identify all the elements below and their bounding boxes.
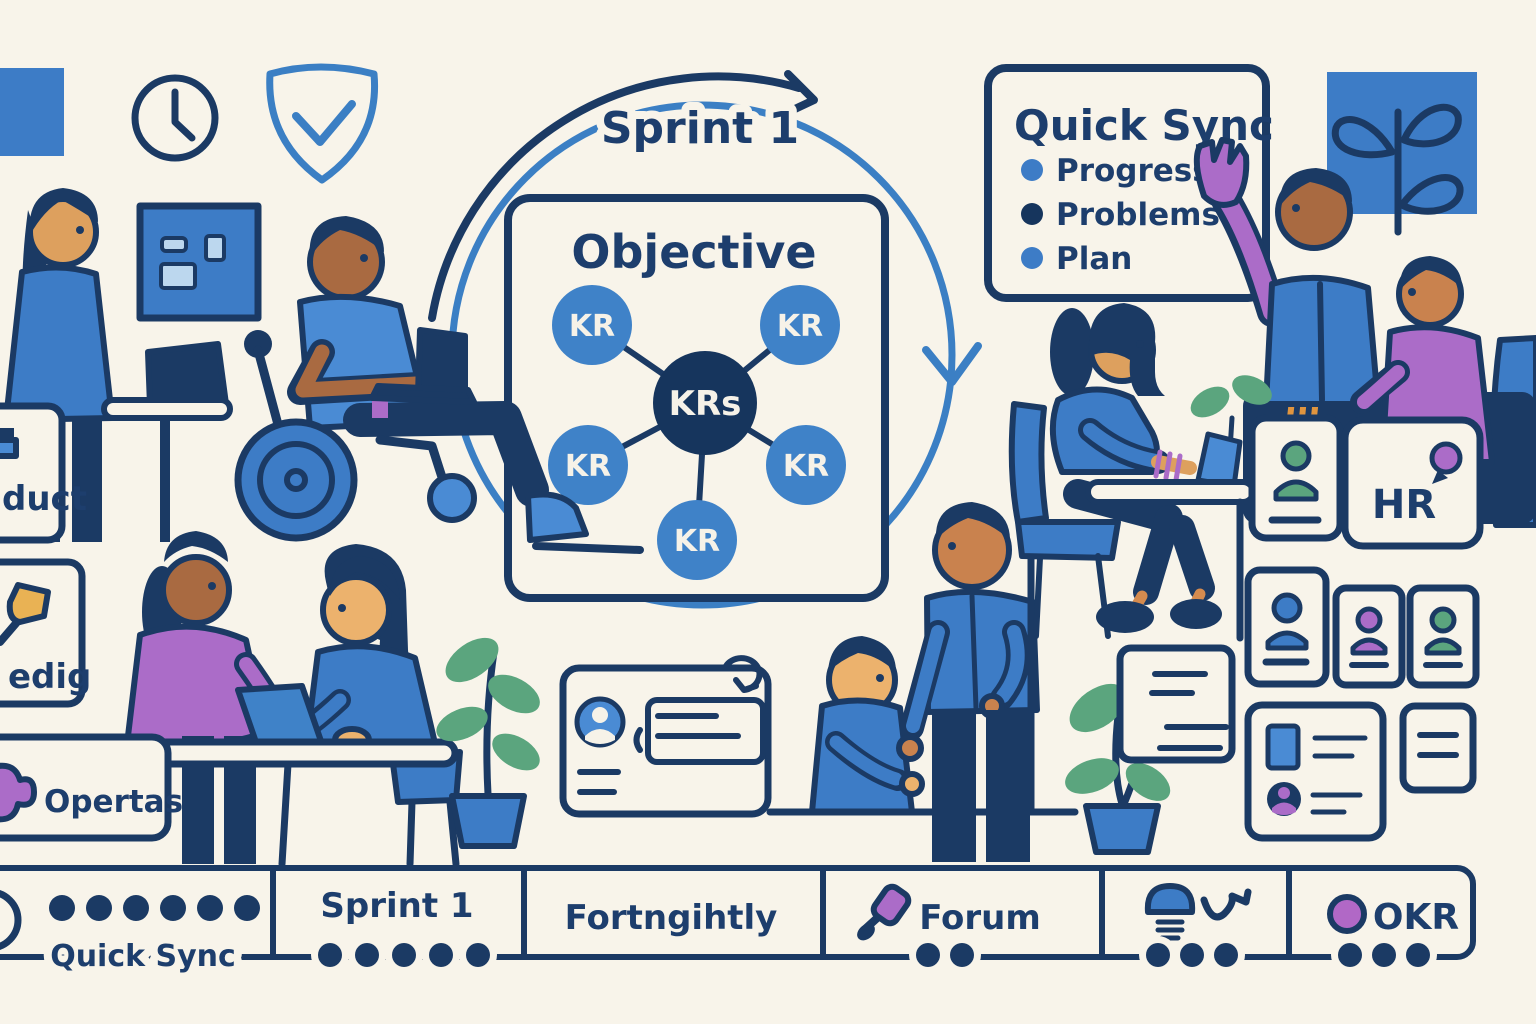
svg-text:KR: KR <box>569 309 615 344</box>
objective-card: Objective KR KR KR KR KR <box>504 194 889 602</box>
kr-node: KR <box>760 285 840 365</box>
woman-at-desk <box>1008 303 1272 642</box>
svg-text:Quick Sync: Quick Sync <box>50 939 236 974</box>
profile-detail-card <box>1244 701 1387 842</box>
kr-node: KR <box>552 285 632 365</box>
kr-node: KR <box>657 500 737 580</box>
timeline-section-ideas <box>1139 883 1252 974</box>
product-card: duct <box>0 402 87 544</box>
wheelchair-man <box>234 216 644 554</box>
person-badge-card <box>1406 584 1480 689</box>
person-badge-card <box>1244 566 1330 688</box>
two-women-at-table <box>101 531 540 868</box>
bullet-dot <box>1021 247 1043 269</box>
timeline-section-fortnightly: Fortngihtly <box>565 898 778 938</box>
mentoring-pair <box>766 501 1079 862</box>
svg-text:KRs: KRs <box>669 384 742 424</box>
meeting-card: edig <box>0 558 91 708</box>
potted-plant <box>436 637 540 849</box>
svg-text:HR: HR <box>1372 482 1436 528</box>
sprint-cycle-label: Sprint 1 <box>601 103 799 154</box>
svg-text:KR: KR <box>783 449 829 484</box>
bullet-label: Progress <box>1056 153 1211 189</box>
person-badge-card <box>1248 414 1344 542</box>
raised-hand <box>1193 137 1250 208</box>
svg-text:Forum: Forum <box>919 898 1041 938</box>
svg-text:Sprint 1: Sprint 1 <box>320 886 473 926</box>
svg-text:OKR: OKR <box>1373 897 1459 938</box>
laptop <box>369 327 477 405</box>
standing-man <box>896 502 1040 862</box>
svg-text:duct: duct <box>2 479 87 519</box>
svg-text:KR: KR <box>777 309 823 344</box>
operations-card: Opertas <box>0 733 183 842</box>
squiggle-check-icon <box>1200 888 1252 921</box>
objective-title: Objective <box>571 225 816 279</box>
desk <box>1085 479 1256 505</box>
svg-text:KR: KR <box>565 449 611 484</box>
desk-plant <box>1190 375 1272 485</box>
person-badge-card <box>1332 584 1406 689</box>
shield-check-icon <box>266 63 379 184</box>
timeline-section-sprint-1: Sprint 1 <box>311 886 497 974</box>
bullet-label: Plan <box>1056 241 1132 277</box>
krs-center-node: KRs <box>653 351 757 455</box>
svg-text:edig: edig <box>8 657 91 697</box>
bullet-label: Problems <box>1056 197 1220 233</box>
sticky-board-icon <box>136 202 262 322</box>
blue-square-decoration <box>0 68 64 156</box>
kr-node: KR <box>548 425 628 505</box>
okr-dot <box>1327 894 1367 934</box>
man-raising-hand <box>1193 137 1381 407</box>
clock-partial-icon <box>0 890 22 950</box>
timeline-section-okr: OKR <box>1327 894 1459 974</box>
timeline-bar: Quick Sync Sprint 1 Fortngihtly Forum <box>0 865 1476 982</box>
svg-text:Opertas: Opertas <box>44 784 183 820</box>
balloon-icon <box>1429 441 1463 475</box>
seated-person <box>809 636 925 815</box>
timeline-section-quick-sync: Quick Sync <box>0 890 260 982</box>
plant-square-icon <box>1327 72 1477 236</box>
document-bubble <box>1116 644 1236 764</box>
bullet-dot <box>1021 159 1043 181</box>
standing-woman-left <box>3 188 233 542</box>
chair <box>1008 401 1049 525</box>
hr-card: HR <box>1341 416 1484 550</box>
curl-arrow <box>723 655 763 693</box>
timeline-section-forum: Forum <box>857 883 1041 974</box>
note-card <box>1399 702 1477 794</box>
gavel-icon <box>857 883 912 941</box>
kr-node: KR <box>766 425 846 505</box>
standing-desk <box>101 341 233 542</box>
clock-icon <box>131 74 219 162</box>
bullet-dot <box>1021 203 1043 225</box>
id-card <box>559 655 772 818</box>
svg-text:KR: KR <box>674 524 720 559</box>
